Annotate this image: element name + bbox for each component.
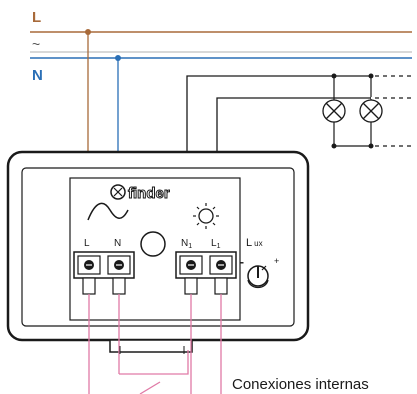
- lux-knob-icon: [247, 265, 269, 289]
- label-L: L: [32, 9, 41, 26]
- internal-switch-lines: [119, 346, 185, 354]
- label-tilde: ~: [32, 36, 40, 52]
- lamp-icon: [322, 99, 346, 123]
- terminal-label-L1: L1: [211, 238, 221, 250]
- center-button: [140, 231, 166, 257]
- label-N: N: [32, 67, 43, 84]
- terminal-label-N1: N1: [181, 238, 192, 250]
- terminal-block-left: [73, 251, 135, 295]
- ac-wave-icon: [87, 202, 129, 221]
- terminal-label-N: N: [114, 238, 121, 249]
- sun-icon: [193, 203, 219, 229]
- internal-connections: [88, 294, 222, 394]
- junction-lamp-1: [331, 73, 337, 79]
- terminal-label-L: L: [84, 238, 90, 249]
- lamp-icon: [359, 99, 383, 123]
- lux-minus: -: [240, 255, 244, 269]
- brand-name: finder: [128, 185, 170, 202]
- junction-lamp-2: [368, 73, 374, 79]
- lux-plus: +: [274, 256, 279, 266]
- finder-logo-icon: [110, 184, 126, 200]
- junction-lamp-4: [368, 143, 374, 149]
- junction-lamp-3: [331, 143, 337, 149]
- terminal-block-right: [175, 251, 237, 295]
- caption: Conexiones internas: [232, 376, 369, 393]
